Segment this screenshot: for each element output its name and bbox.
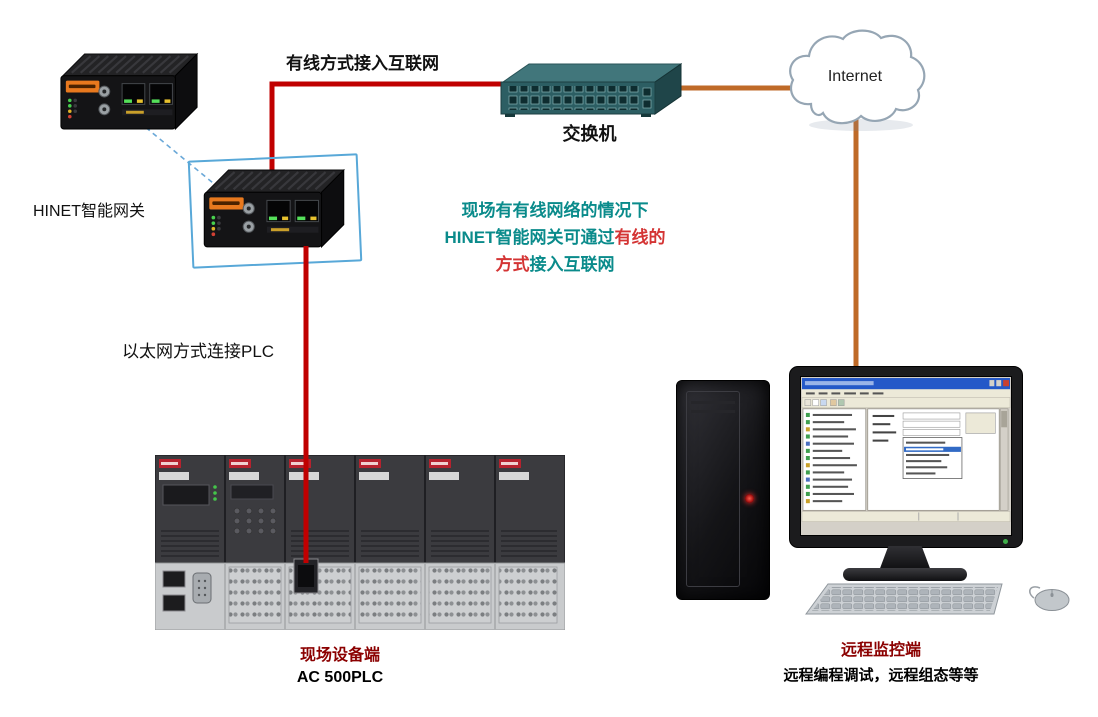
internet-cloud (781, 26, 929, 134)
ethernet-switch (497, 58, 682, 120)
switch-illustration (500, 63, 682, 117)
gateway-highlight (187, 153, 363, 269)
status-leds (68, 98, 78, 119)
pc-tower (676, 380, 770, 600)
internet-label: Internet (827, 68, 883, 85)
cpu-display (162, 484, 210, 506)
plc-ethernet-port (162, 594, 186, 612)
wired-connection-label: 有线方式接入互联网 (286, 54, 439, 73)
pc-keyboard (798, 582, 1006, 616)
remote-monitor-caption: 远程监控端 远程编程调试，远程组态等等 (716, 636, 1046, 685)
hinet-gateway-device-small (55, 48, 203, 139)
annotation-text: 现场有有线网络的情况下 HINET智能网关可通过有线的 方式接入互联网 (405, 197, 705, 278)
gateway-label: HINET智能网关 (33, 203, 146, 220)
gateway-illustration (203, 168, 345, 249)
ide-screenshot (801, 377, 1011, 535)
module-tags (159, 459, 529, 480)
ethernet-plc-label: 以太网方式连接PLC (122, 342, 275, 361)
remote-description-label: 远程编程调试，远程组态等等 (783, 667, 979, 684)
plc-illustration (155, 455, 565, 630)
switch-label: 交换机 (562, 124, 617, 144)
cloud-illustration (789, 29, 926, 131)
cpu-keypad (233, 507, 277, 535)
field-device-caption: 现场设备端 AC 500PLC (130, 641, 550, 687)
monitor-base (843, 568, 967, 581)
plc-dsub-connector (192, 572, 212, 604)
monitor-power-led (1003, 539, 1008, 544)
keyboard-illustration (805, 583, 1003, 615)
pc-monitor (789, 366, 1023, 548)
status-leds (211, 215, 221, 237)
annotation-line3: 方式接入互联网 (495, 255, 615, 274)
plc-ethernet-port (162, 570, 186, 588)
monitor-stand (879, 546, 931, 571)
hinet-gateway-device-main (198, 164, 350, 257)
switch-ports (507, 86, 639, 110)
annotation-line1: 现场有有线网络的情况下 (461, 201, 649, 220)
ethernet-ports (266, 199, 319, 233)
field-device-label: 现场设备端 (299, 647, 380, 664)
remote-monitor-label: 远程监控端 (840, 642, 921, 659)
mouse-illustration (1029, 586, 1070, 611)
ac500-plc (155, 455, 565, 630)
pc-mouse (1024, 582, 1072, 612)
plc-model-label: AC 500PLC (296, 669, 384, 686)
tower-drive-bays (691, 401, 735, 404)
tower-power-button (745, 494, 754, 504)
tower-front-panel (686, 391, 740, 587)
red-wired-line (269, 81, 515, 200)
gateway-illustration (60, 52, 199, 131)
ethernet-ports (121, 83, 173, 116)
annotation-line2: HINET智能网关可通过有线的 (444, 228, 666, 247)
monitor-screen (800, 376, 1012, 536)
